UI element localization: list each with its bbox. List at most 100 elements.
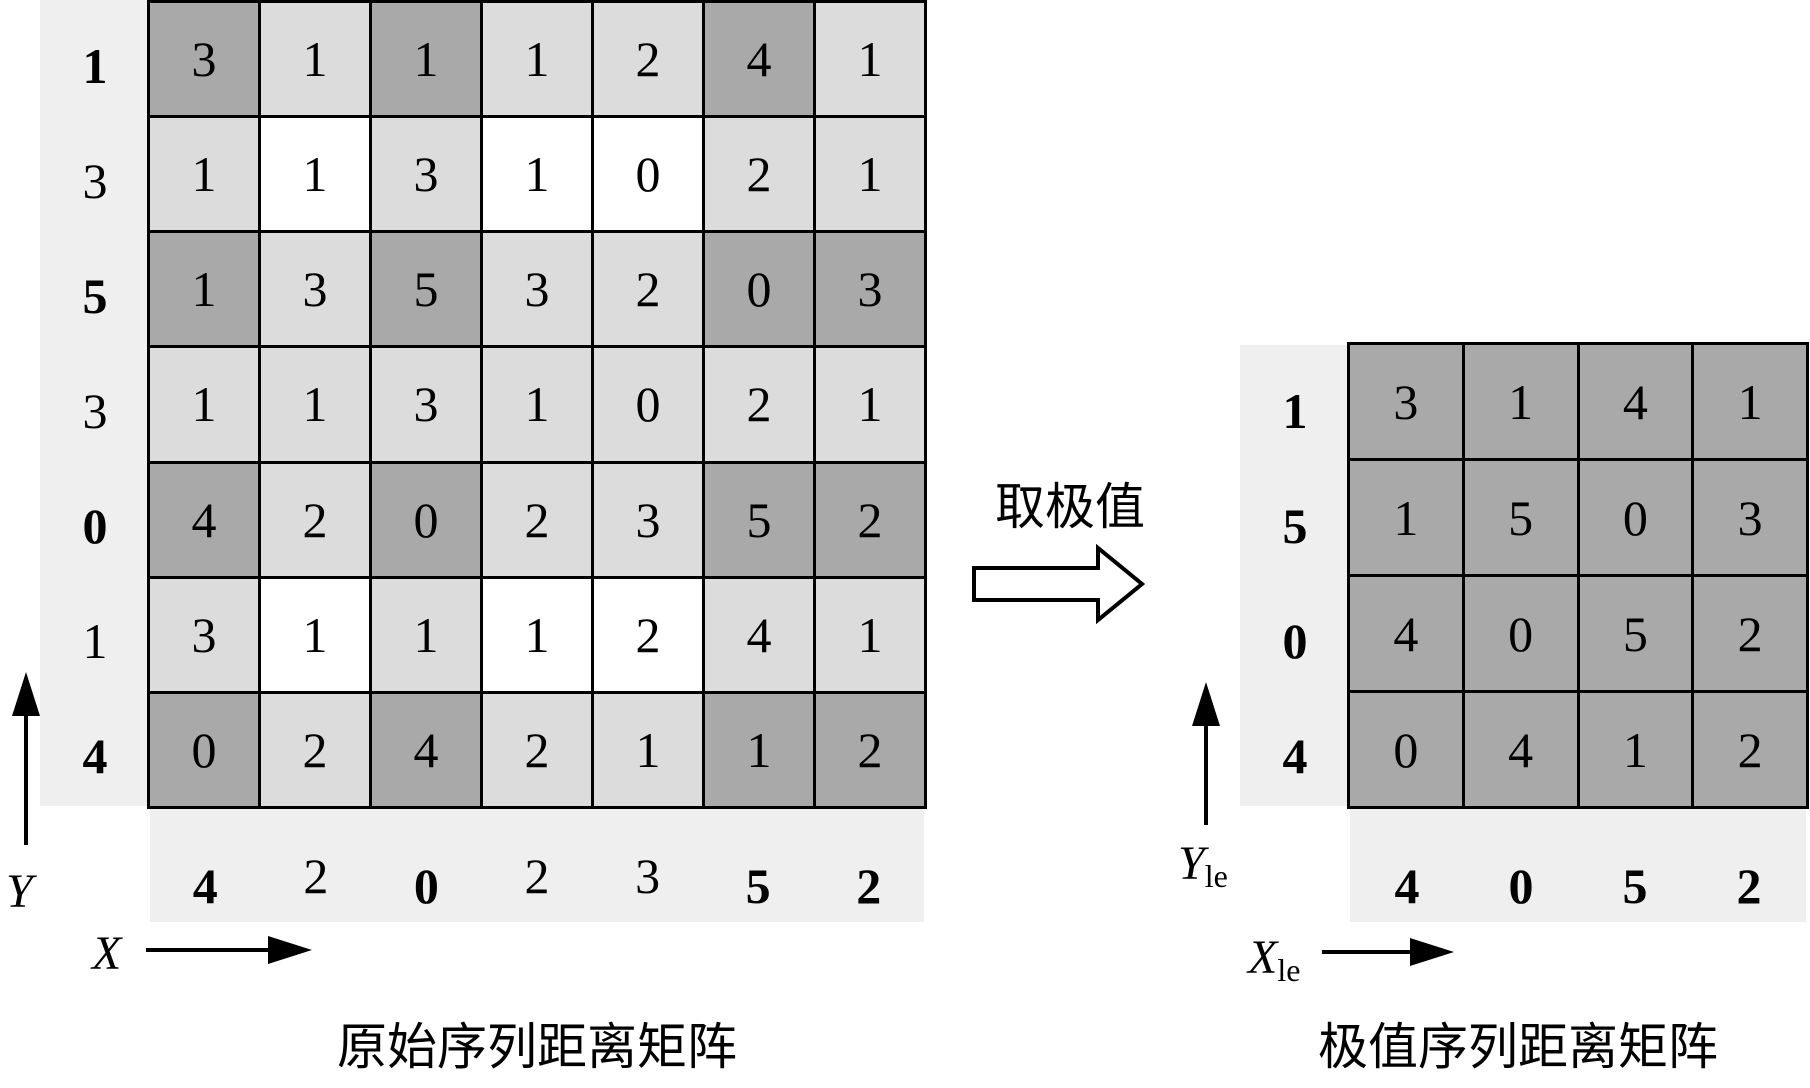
- original-x-value: 2: [524, 848, 550, 904]
- extreme-cell: 5: [1579, 577, 1692, 690]
- extreme-cell: 4: [1350, 577, 1462, 690]
- extreme-x-value: 2: [1736, 858, 1762, 914]
- extreme-cell: 3: [1350, 345, 1462, 458]
- original-cell: 2: [816, 463, 924, 576]
- original-y-axis-name: Y: [6, 865, 33, 918]
- original-cell: 3: [261, 233, 369, 346]
- extreme-x-axis-arrow-icon: [1322, 938, 1454, 966]
- original-cell: 2: [483, 693, 591, 806]
- original-cell: 2: [705, 118, 813, 231]
- original-y-value: 3: [82, 152, 108, 209]
- original-cell: 2: [594, 578, 702, 691]
- original-cell: 3: [372, 348, 480, 461]
- extreme-x-axis-name: Xle: [1248, 931, 1301, 988]
- original-y-value: 0: [82, 498, 108, 555]
- extreme-y-value: 5: [1282, 497, 1308, 554]
- original-cell: 3: [594, 463, 702, 576]
- original-cell: 1: [261, 118, 369, 231]
- original-y-value: 5: [82, 267, 108, 324]
- original-cell: 0: [372, 463, 480, 576]
- original-cell: 1: [261, 3, 369, 116]
- extreme-y-values-band: [1240, 345, 1350, 806]
- extreme-cell: 4: [1579, 345, 1692, 458]
- original-cell: 2: [261, 463, 369, 576]
- original-cell: 2: [483, 463, 591, 576]
- extreme-cell: 3: [1694, 461, 1806, 574]
- extreme-cell: 1: [1694, 345, 1806, 458]
- extreme-matrix-caption: 极值序列距离矩阵: [1318, 1018, 1718, 1076]
- original-cell: 0: [594, 348, 702, 461]
- extreme-cell: 2: [1694, 577, 1806, 690]
- original-cell: 1: [372, 578, 480, 691]
- original-y-value: 4: [82, 728, 108, 785]
- original-cell: 1: [261, 578, 369, 691]
- original-y-values-band: [40, 0, 150, 806]
- extreme-x-value: 5: [1622, 858, 1648, 914]
- original-x-value: 0: [413, 858, 439, 914]
- extreme-cell: 1: [1350, 461, 1462, 574]
- extreme-x-values-band: [1350, 806, 1806, 922]
- original-cell: 1: [483, 348, 591, 461]
- original-cell: 1: [150, 233, 258, 346]
- extreme-cell: 1: [1464, 345, 1577, 458]
- original-cell: 1: [483, 3, 591, 116]
- original-cell: 1: [372, 3, 480, 116]
- original-matrix-caption: 原始序列距离矩阵: [337, 1018, 737, 1076]
- original-cell: 2: [594, 233, 702, 346]
- original-cell: 1: [483, 118, 591, 231]
- original-cell: 1: [816, 578, 924, 691]
- original-x-value: 5: [745, 858, 771, 914]
- extreme-x-value: 0: [1508, 858, 1534, 914]
- original-cell: 1: [150, 118, 258, 231]
- original-cell: 5: [705, 463, 813, 576]
- original-cell: 2: [705, 348, 813, 461]
- extreme-cell: 0: [1579, 461, 1692, 574]
- original-cell: 4: [705, 578, 813, 691]
- original-x-value: 2: [303, 848, 329, 904]
- original-cell: 1: [594, 693, 702, 806]
- original-cell: 4: [705, 3, 813, 116]
- extreme-y-axis-arrow-icon: [1192, 682, 1220, 825]
- original-cell: 5: [372, 233, 480, 346]
- original-y-value: 1: [82, 37, 108, 94]
- original-y-value: 3: [82, 382, 108, 439]
- original-x-axis-name: X: [92, 927, 122, 980]
- extreme-cell: 2: [1694, 693, 1806, 806]
- original-x-value: 2: [856, 858, 882, 914]
- original-cell: 0: [594, 118, 702, 231]
- original-cell: 1: [816, 118, 924, 231]
- original-cell: 3: [150, 578, 258, 691]
- operation-arrow-icon: [972, 543, 1146, 625]
- original-cell: 1: [483, 578, 591, 691]
- original-cell: 3: [816, 233, 924, 346]
- extreme-y-axis-name: Yle: [1178, 837, 1228, 894]
- original-x-axis-arrow-icon: [146, 936, 312, 964]
- original-cell: 4: [150, 463, 258, 576]
- original-cell: 1: [816, 348, 924, 461]
- original-cell: 1: [816, 3, 924, 116]
- original-cell: 3: [372, 118, 480, 231]
- operation-label: 取极值: [995, 478, 1145, 536]
- original-cell: 1: [150, 348, 258, 461]
- original-cell: 2: [594, 3, 702, 116]
- original-cell: 0: [150, 693, 258, 806]
- original-cell: 4: [372, 693, 480, 806]
- original-cell: 2: [261, 693, 369, 806]
- original-cell: 1: [261, 348, 369, 461]
- extreme-y-value: 0: [1282, 613, 1308, 670]
- original-y-value: 1: [82, 613, 108, 670]
- original-y-axis-arrow-icon: [12, 672, 40, 845]
- extreme-cell: 4: [1464, 693, 1577, 806]
- extreme-cell: 5: [1464, 461, 1577, 574]
- extreme-y-value: 1: [1282, 382, 1308, 439]
- original-x-value: 3: [635, 848, 661, 904]
- original-x-values-band: [150, 806, 924, 922]
- original-cell: 0: [705, 233, 813, 346]
- extreme-cell: 0: [1350, 693, 1462, 806]
- original-cell: 3: [150, 3, 258, 116]
- original-cell: 2: [816, 693, 924, 806]
- extreme-x-value: 4: [1394, 858, 1420, 914]
